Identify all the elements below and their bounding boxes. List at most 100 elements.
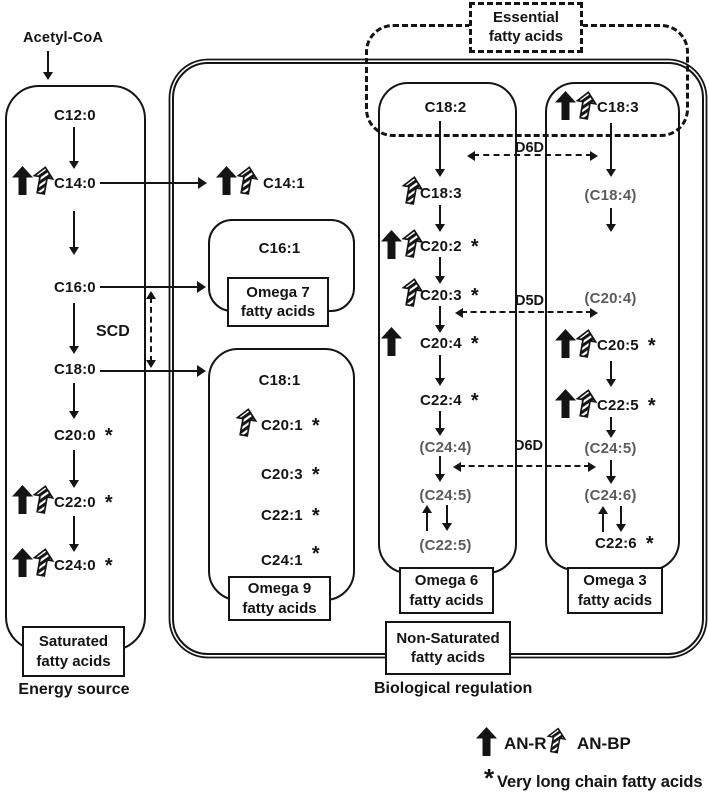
- node-c16-0: C16:0: [54, 278, 96, 296]
- node-c20-0: C20:0*: [54, 425, 113, 447]
- node-c22-6: C22:6*: [595, 533, 654, 555]
- vlc-star: *: [470, 285, 479, 307]
- node-c20-3-omega9: C20:3*: [261, 464, 320, 486]
- node-c24-5-omega6: (C24:5): [419, 486, 472, 504]
- flow-arrow-down-icon: [434, 257, 446, 284]
- flow-arrow-right-icon: [100, 177, 207, 189]
- an-r-arrow-icon: [12, 485, 33, 514]
- biological-regulation-caption: Biological regulation: [374, 680, 533, 697]
- flow-arrow-down-icon: [434, 355, 446, 386]
- flow-arrow-down-icon: [434, 205, 446, 232]
- flow-arrow-right-icon: [100, 281, 206, 293]
- vlc-star: *: [104, 425, 113, 447]
- an-r-arrow-icon: [476, 727, 497, 756]
- an-r-arrow-icon: [381, 327, 402, 356]
- omega3-label-box: Omega 3 fatty acids: [567, 567, 663, 614]
- node-c24-6: (C24:6): [584, 486, 637, 504]
- energy-source-caption: Energy source: [18, 681, 130, 698]
- flow-arrow-down-icon: [605, 123, 617, 177]
- vlc-star: *: [470, 333, 479, 355]
- node-c20-4-omega3: (C20:4): [584, 289, 637, 307]
- essential-label-box: Essential fatty acids: [469, 2, 583, 53]
- an-bp-arrow-icon: [545, 726, 568, 755]
- flow-arrow-down-icon: [434, 411, 446, 436]
- an-r-arrow-icon: [555, 329, 576, 358]
- saturated-label-box: Saturated fatty acids: [22, 626, 125, 677]
- vlc-star: *: [470, 236, 479, 258]
- flow-arrow-down-icon: [68, 450, 80, 488]
- omega6-label-box: Omega 6 fatty acids: [399, 567, 494, 614]
- vlc-star: *: [311, 464, 320, 486]
- omega3-box: [545, 82, 680, 571]
- vlc-star: *: [104, 492, 113, 514]
- omega7-label-box: Omega 7 fatty acids: [227, 277, 329, 327]
- d6d-top-label: D6D: [515, 140, 545, 156]
- vlc-legend-note: Very long chain fatty acids: [497, 773, 703, 791]
- node-c20-4: C20:4*: [420, 333, 479, 355]
- flow-arrow-down-icon: [605, 417, 617, 438]
- vlc-star: *: [647, 335, 656, 357]
- flow-arrow-down-icon: [68, 383, 80, 419]
- node-c18-0: C18:0: [54, 360, 96, 378]
- d6d-bottom-dashed-arrow-icon: [453, 461, 596, 473]
- flow-arrow-down-icon: [42, 51, 54, 80]
- omega9-label-box: Omega 9 fatty acids: [228, 576, 331, 621]
- node-c22-4: C22:4*: [420, 390, 479, 412]
- flow-arrow-down-icon: [605, 361, 617, 387]
- node-c22-0: C22:0*: [54, 492, 113, 514]
- scd-label: SCD: [96, 323, 130, 340]
- vlc-star: *: [104, 555, 113, 577]
- flow-arrow-right-icon: [100, 365, 206, 377]
- flow-arrow-down-icon: [434, 456, 446, 482]
- non-saturated-label-box: Non-Saturated fatty acids: [385, 621, 511, 675]
- d6d-bottom-label: D6D: [514, 438, 544, 454]
- node-c18-4: (C18:4): [584, 186, 637, 204]
- vlc-star: *: [470, 390, 479, 412]
- node-c18-1: C18:1: [258, 371, 301, 389]
- node-c12-0: C12:0: [54, 106, 96, 124]
- node-c20-1: C20:1*: [261, 415, 320, 437]
- vlc-star: *: [311, 543, 320, 565]
- flow-arrow-up-icon: [597, 506, 609, 532]
- node-c18-2: C18:2: [424, 98, 467, 116]
- node-c24-1: C24:1*: [261, 543, 320, 569]
- scd-dashed-arrow-icon: [146, 291, 158, 368]
- flow-arrow-down-icon: [68, 303, 80, 354]
- d5d-label: D5D: [515, 293, 545, 309]
- vlc-star: *: [645, 533, 654, 555]
- vlc-star: *: [484, 763, 495, 793]
- flow-arrow-down-icon: [605, 460, 617, 484]
- node-c20-3-omega6: C20:3*: [420, 285, 479, 307]
- node-c24-5-omega3: (C24:5): [584, 439, 637, 457]
- flow-arrow-down-icon: [434, 306, 446, 333]
- vlc-star: *: [311, 505, 320, 527]
- an-r-arrow-icon: [555, 91, 576, 120]
- flow-arrow-down-icon: [68, 211, 80, 255]
- acetyl-coa-label: Acetyl-CoA: [23, 30, 104, 46]
- an-r-arrow-icon: [216, 166, 237, 195]
- flow-arrow-down-icon: [68, 516, 80, 552]
- node-c18-3-omega6: C18:3: [420, 184, 462, 202]
- an-bp-legend-label: AN-BP: [577, 734, 631, 753]
- node-c14-0: C14:0: [54, 174, 96, 192]
- flow-arrow-down-icon: [441, 505, 453, 531]
- an-r-legend-label: AN-R: [504, 734, 547, 753]
- omega9-box: [208, 348, 355, 601]
- node-c14-1: C14:1: [263, 174, 305, 192]
- node-c22-1: C22:1*: [261, 505, 320, 527]
- node-c22-5-omega6: (C22:5): [419, 536, 472, 554]
- node-c24-4: (C24:4): [419, 438, 472, 456]
- vlc-star: *: [311, 415, 320, 437]
- an-r-arrow-icon: [555, 389, 576, 418]
- flow-arrow-down-icon: [434, 121, 446, 177]
- an-r-arrow-icon: [12, 548, 33, 577]
- omega6-box: [378, 82, 517, 574]
- node-c20-2: C20:2*: [420, 236, 479, 258]
- flow-arrow-down-icon: [605, 208, 617, 232]
- node-c16-1: C16:1: [258, 239, 301, 257]
- d5d-dashed-arrow-icon: [455, 307, 598, 319]
- an-r-arrow-icon: [12, 166, 33, 195]
- node-c20-5: C20:5*: [597, 335, 656, 357]
- d6d-top-dashed-arrow-icon: [467, 150, 598, 162]
